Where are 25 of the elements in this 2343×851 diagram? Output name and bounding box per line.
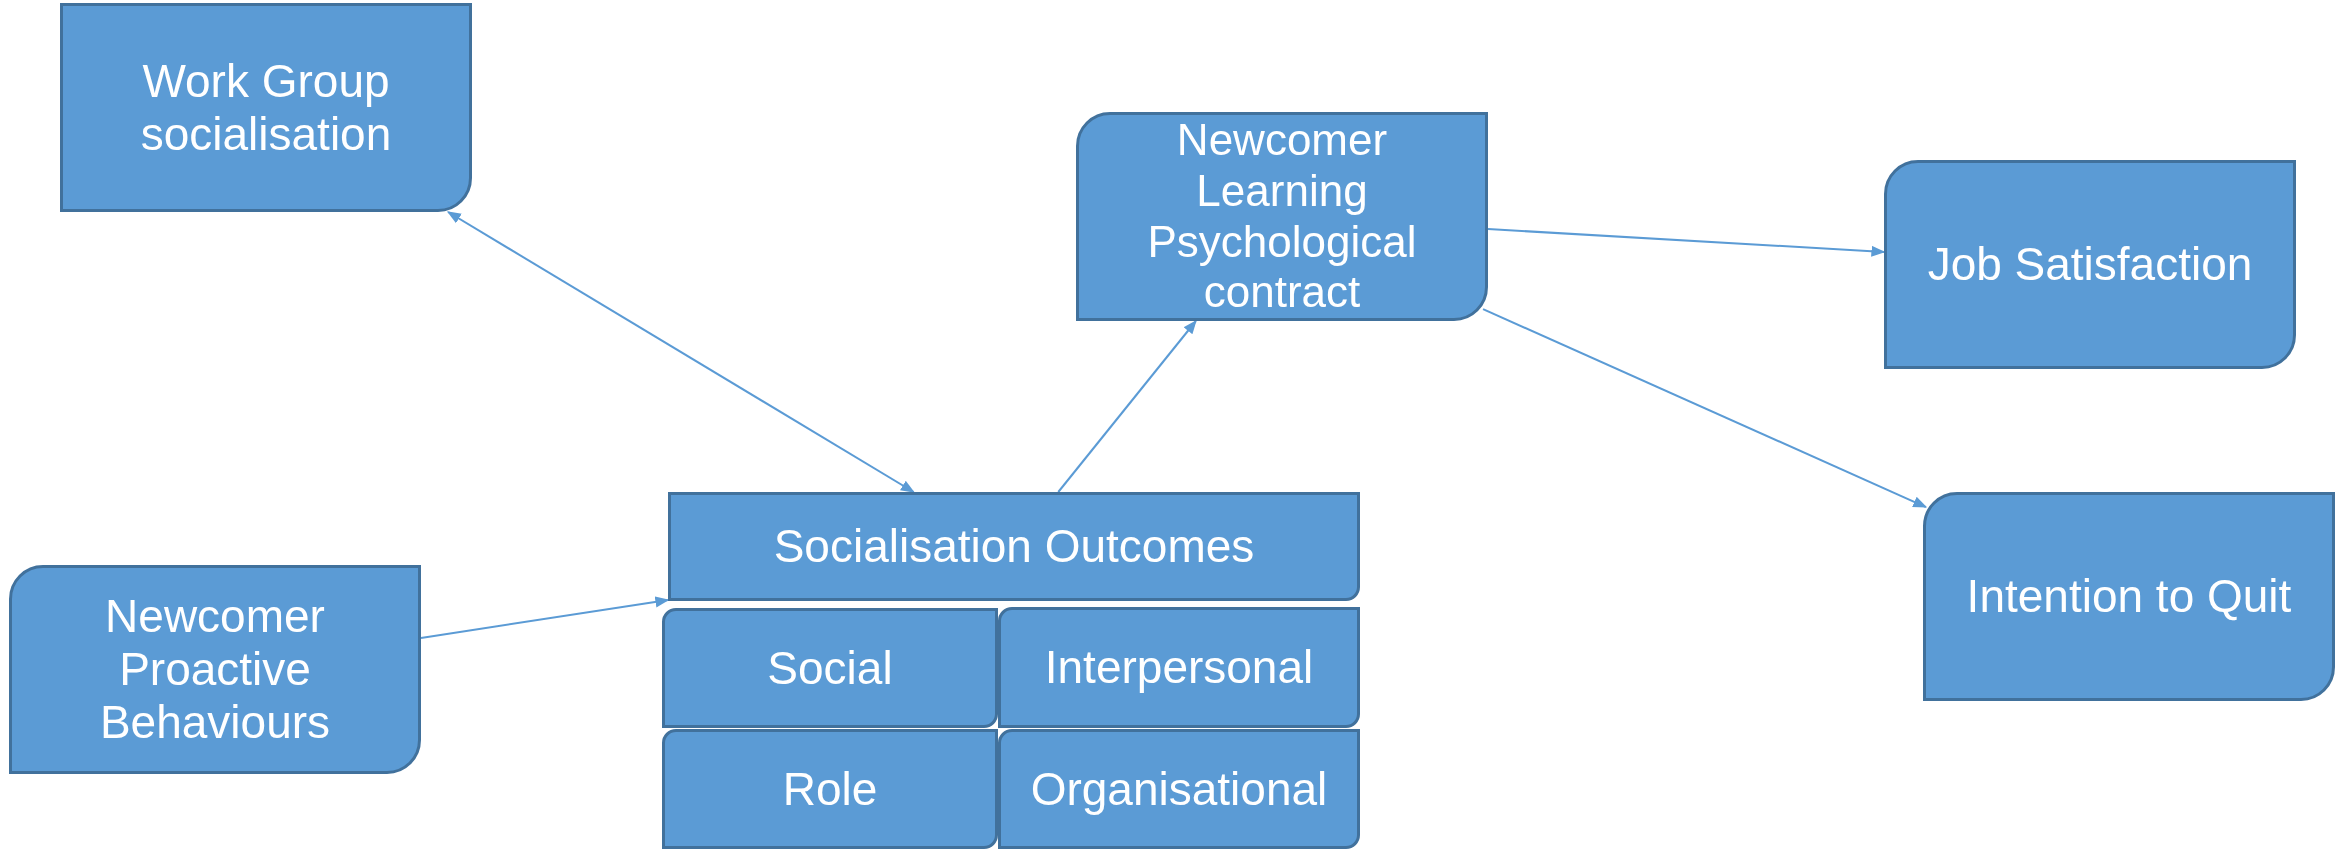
process-box xyxy=(662,729,998,849)
arrow xyxy=(1487,228,1886,257)
arrow xyxy=(1482,308,1928,509)
process-box xyxy=(668,492,1360,601)
process-box xyxy=(662,608,998,728)
box-label: Organisational xyxy=(1030,762,1328,816)
box-label: Newcomer Proactive Behaviours xyxy=(98,590,332,749)
box-label: Interpersonal xyxy=(1044,641,1314,694)
process-box xyxy=(1884,160,2296,369)
box-label: Intention to Quit xyxy=(1966,570,2292,623)
process-box xyxy=(998,607,1360,728)
box-label: Socialisation Outcomes xyxy=(773,520,1255,573)
arrow xyxy=(1057,319,1197,493)
box-label: Job Satisfaction xyxy=(1927,238,2253,291)
arrow xyxy=(420,596,670,639)
process-box xyxy=(1923,492,2335,701)
box-label: Role xyxy=(782,762,878,816)
box-label: Newcomer Learning Psychological contract xyxy=(1146,115,1418,318)
process-box xyxy=(1076,112,1488,321)
process-box xyxy=(9,565,421,774)
box-label: Work Group socialisation xyxy=(139,54,393,161)
box-label: Social xyxy=(767,641,893,695)
process-box xyxy=(60,3,472,212)
arrow xyxy=(446,211,915,493)
process-box xyxy=(998,729,1360,849)
